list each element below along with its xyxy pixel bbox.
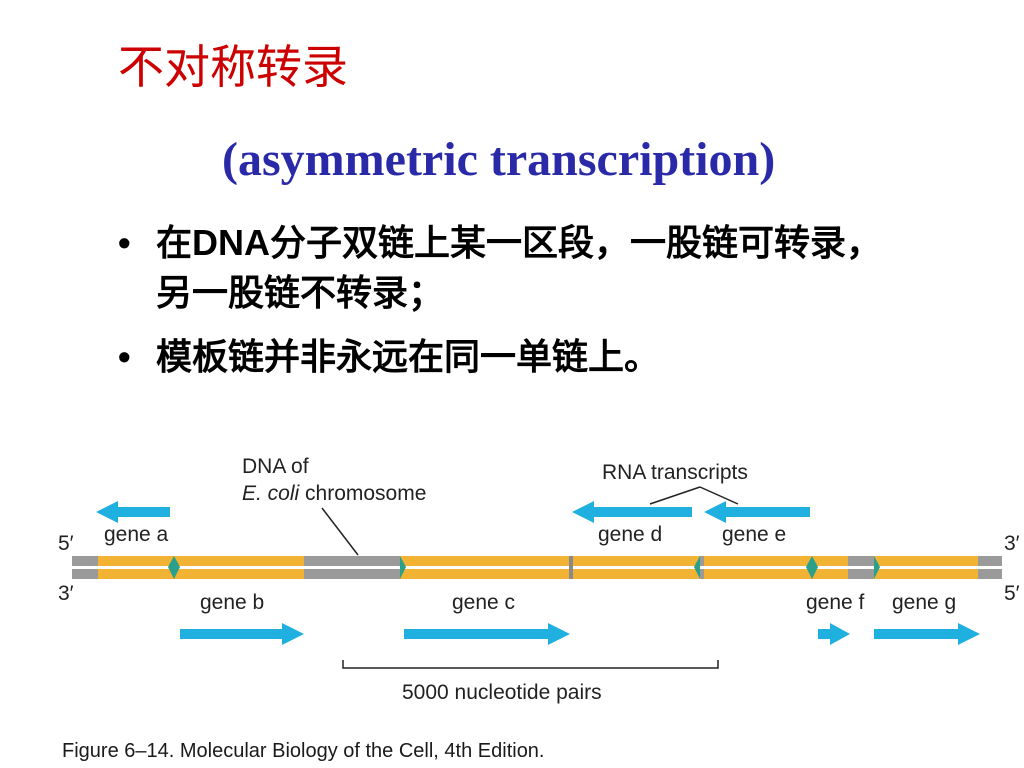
gene-label-b: gene b	[200, 591, 264, 614]
figure-caption: Figure 6–14. Molecular Biology of the Ce…	[62, 740, 545, 762]
rna-pointer-line	[699, 486, 739, 505]
boundary-marker	[694, 556, 700, 579]
gene-label-a: gene a	[104, 523, 169, 546]
strand-end-top-left: 5′	[58, 532, 74, 555]
dna-label-line2: E. coli chromosome	[242, 482, 426, 505]
bullet-item: • 模板链并非永远在同一单链上。	[112, 332, 912, 382]
dna-label-rest: chromosome	[299, 482, 426, 505]
rna-pointer-line	[649, 486, 701, 505]
boundary-marker	[400, 556, 406, 579]
arrow-gene-d	[572, 501, 692, 523]
bullet-list: • 在DNA分子双链上某一区段，一股链可转录，另一股链不转录； • 模板链并非永…	[112, 218, 912, 396]
arrow-gene-e	[704, 501, 810, 523]
strand-end-bottom-right: 5′	[1004, 582, 1020, 605]
bullet-dot: •	[118, 336, 131, 377]
arrow-gene-f	[818, 623, 850, 645]
arrow-gene-g	[874, 623, 980, 645]
strand-end-top-right: 3′	[1004, 532, 1020, 555]
gene-label-g: gene g	[892, 591, 956, 614]
strand-end-bottom-left: 3′	[58, 582, 74, 605]
arrow-gene-c	[404, 623, 570, 645]
dna-label-line1: DNA of	[242, 455, 309, 478]
rna-transcripts-label: RNA transcripts	[602, 461, 748, 484]
chinese-title: 不对称转录	[118, 40, 348, 94]
gene-label-d: gene d	[598, 523, 662, 546]
bullet-item: • 在DNA分子双链上某一区段，一股链可转录，另一股链不转录；	[112, 218, 912, 318]
arrow-gene-b	[180, 623, 304, 645]
boundary-marker	[168, 556, 180, 579]
dna-label-italic: E. coli	[242, 482, 301, 505]
boundary-marker	[806, 556, 818, 579]
gene-label-f: gene f	[806, 591, 865, 614]
gene-label-e: gene e	[722, 523, 786, 546]
dna-pointer-line	[321, 507, 359, 556]
english-title: (asymmetric transcription)	[222, 133, 776, 186]
dna-double-strand	[72, 556, 1002, 579]
bullet-dot: •	[118, 222, 131, 263]
bullet-text: 在DNA分子双链上某一区段，一股链可转录，另一股链不转录；	[156, 222, 882, 313]
boundary-marker	[874, 556, 880, 579]
scale-bracket	[342, 660, 719, 669]
boundary-marker	[569, 556, 573, 579]
gene-label-c: gene c	[452, 591, 515, 614]
arrow-gene-a	[96, 501, 170, 523]
gene-diagram: DNA of E. coli chromosome RNA transcript…	[58, 455, 1020, 704]
bullet-text: 模板链并非永远在同一单链上。	[156, 336, 661, 377]
gene-strand-gap	[98, 566, 978, 569]
scale-label: 5000 nucleotide pairs	[402, 681, 602, 704]
